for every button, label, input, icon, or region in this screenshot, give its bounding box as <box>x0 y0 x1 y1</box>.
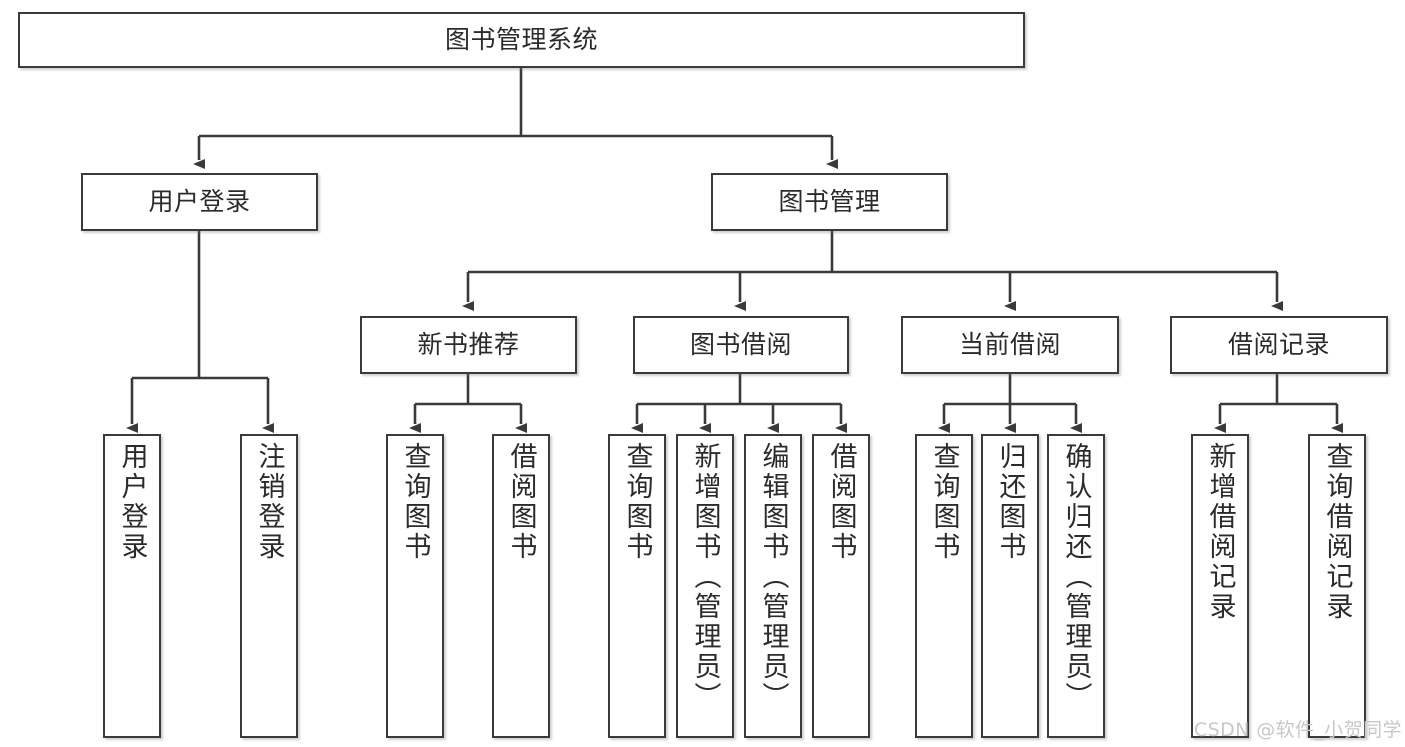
node-book-borrow-label: 图书借阅 <box>689 329 792 359</box>
leaf-edit-book-admin-label: 编辑图书（管理员） <box>757 442 789 712</box>
leaf-user-login-label: 用户登录 <box>116 442 148 562</box>
leaf-logout-login[interactable]: 注销登录 <box>240 434 298 738</box>
leaf-borrow-book-2[interactable]: 借阅图书 <box>812 434 870 738</box>
leaf-query-book-2-label: 查询图书 <box>621 442 653 562</box>
node-new-book-recommend-label: 新书推荐 <box>417 329 520 359</box>
node-user-login-label: 用户登录 <box>148 186 251 216</box>
leaf-query-book-1-label: 查询图书 <box>399 442 431 562</box>
node-root-label: 图书管理系统 <box>444 24 598 54</box>
leaf-query-borrow-record-label: 查询借阅记录 <box>1321 442 1353 622</box>
node-current-borrow-label: 当前借阅 <box>958 329 1061 359</box>
leaf-add-book-admin[interactable]: 新增图书（管理员） <box>676 434 734 738</box>
leaf-logout-login-label: 注销登录 <box>253 442 285 562</box>
leaf-return-book-label: 归还图书 <box>994 442 1026 562</box>
leaf-add-borrow-record-label: 新增借阅记录 <box>1204 442 1236 622</box>
node-current-borrow[interactable]: 当前借阅 <box>901 316 1119 374</box>
leaf-query-book-2[interactable]: 查询图书 <box>608 434 666 738</box>
leaf-query-book-3[interactable]: 查询图书 <box>915 434 973 738</box>
leaf-confirm-return-admin[interactable]: 确认归还（管理员） <box>1047 434 1105 738</box>
node-root[interactable]: 图书管理系统 <box>18 12 1025 68</box>
leaf-borrow-book-2-label: 借阅图书 <box>825 442 857 562</box>
leaf-confirm-return-admin-label: 确认归还（管理员） <box>1060 442 1092 712</box>
node-new-book-recommend[interactable]: 新书推荐 <box>360 316 577 374</box>
leaf-query-book-3-label: 查询图书 <box>928 442 960 562</box>
leaf-add-book-admin-label: 新增图书（管理员） <box>689 442 721 712</box>
leaf-edit-book-admin[interactable]: 编辑图书（管理员） <box>744 434 802 738</box>
leaf-query-borrow-record[interactable]: 查询借阅记录 <box>1308 434 1366 738</box>
csdn-watermark: CSDN @软件_小贺同学 <box>1194 719 1402 741</box>
leaf-return-book[interactable]: 归还图书 <box>981 434 1039 738</box>
node-book-borrow[interactable]: 图书借阅 <box>633 316 849 374</box>
leaf-borrow-book-1-label: 借阅图书 <box>505 442 537 562</box>
leaf-borrow-book-1[interactable]: 借阅图书 <box>492 434 550 738</box>
leaf-query-book-1[interactable]: 查询图书 <box>386 434 444 738</box>
node-book-manage[interactable]: 图书管理 <box>711 173 948 231</box>
leaf-add-borrow-record[interactable]: 新增借阅记录 <box>1191 434 1249 738</box>
node-borrow-record-label: 借阅记录 <box>1227 329 1330 359</box>
node-borrow-record[interactable]: 借阅记录 <box>1170 316 1388 374</box>
node-user-login[interactable]: 用户登录 <box>81 173 318 231</box>
node-book-manage-label: 图书管理 <box>778 186 881 216</box>
leaf-user-login[interactable]: 用户登录 <box>103 434 161 738</box>
